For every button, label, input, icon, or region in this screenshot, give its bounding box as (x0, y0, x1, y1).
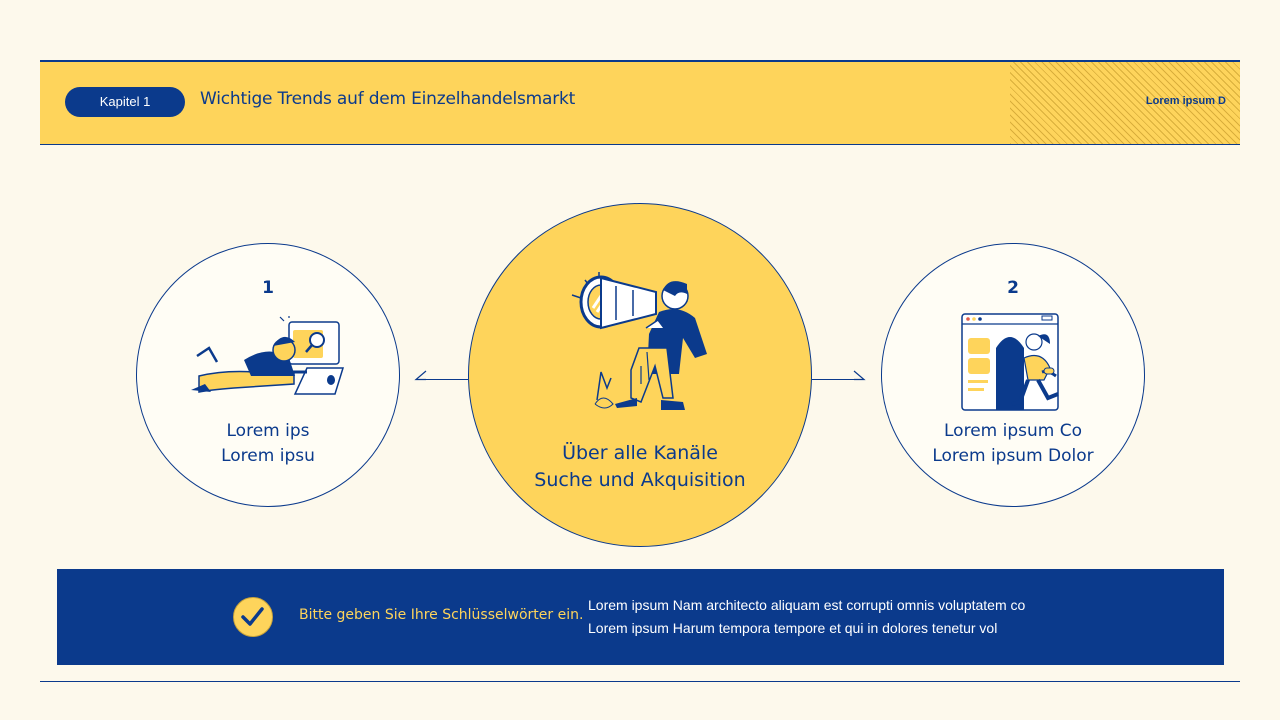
man-telescope-illustration (571, 272, 707, 410)
trend-card-2: 2 Lorem ipsum Co Lorem ipsum Dolor (881, 243, 1145, 507)
hatch-pattern (1010, 62, 1240, 144)
card-line-1: Lorem ipsum Co (944, 421, 1082, 441)
header-right-text: Lorem ipsum D (1145, 95, 1226, 107)
bottom-divider (40, 681, 1240, 682)
checkmark-icon (233, 597, 273, 637)
arrow-left-icon (414, 370, 427, 381)
footer-text-line-1: Lorem ipsum Nam architecto aliquam est c… (588, 597, 1026, 613)
connector-right (812, 379, 864, 380)
connector-left (416, 379, 468, 380)
card-text: Lorem ipsum Co Lorem ipsum Dolor (882, 419, 1144, 469)
arrow-right-icon (853, 370, 866, 381)
card-line-2: Lorem ipsum Dolor (932, 446, 1094, 466)
trend-card-center: Über alle Kanäle Suche und Akquisition (468, 203, 812, 547)
card-line-2: Suche und Akquisition (534, 469, 746, 491)
chapter-badge[interactable]: Kapitel 1 (65, 87, 185, 117)
woman-laptop-search-illustration (191, 316, 345, 395)
footer-bar: Bitte geben Sie Ihre Schlüsselwörter ein… (57, 569, 1224, 665)
card-line-2: Lorem ipsu (221, 446, 315, 466)
card-number: 2 (1007, 278, 1019, 298)
card-line-1: Lorem ips (226, 421, 310, 441)
footer-text-line-2: Lorem ipsum Harum tempora tempore et qui… (588, 620, 998, 636)
card-text: Über alle Kanäle Suche und Akquisition (469, 440, 811, 494)
trend-card-1: 1 Lorem ips Lorem ipsu (136, 243, 400, 507)
card-text: Lorem ips Lorem ipsu (137, 419, 399, 469)
page-title: Wichtige Trends auf dem Einzelhandelsmar… (200, 89, 576, 109)
card-number: 1 (262, 278, 274, 298)
checkmark-glyph (241, 607, 264, 626)
card-line-1: Über alle Kanäle (562, 442, 718, 464)
header-bar: Kapitel 1 Wichtige Trends auf dem Einzel… (40, 62, 1240, 145)
woman-browser-window-illustration (961, 313, 1059, 411)
keyword-prompt: Bitte geben Sie Ihre Schlüsselwörter ein… (299, 607, 584, 623)
top-divider (40, 60, 1240, 62)
